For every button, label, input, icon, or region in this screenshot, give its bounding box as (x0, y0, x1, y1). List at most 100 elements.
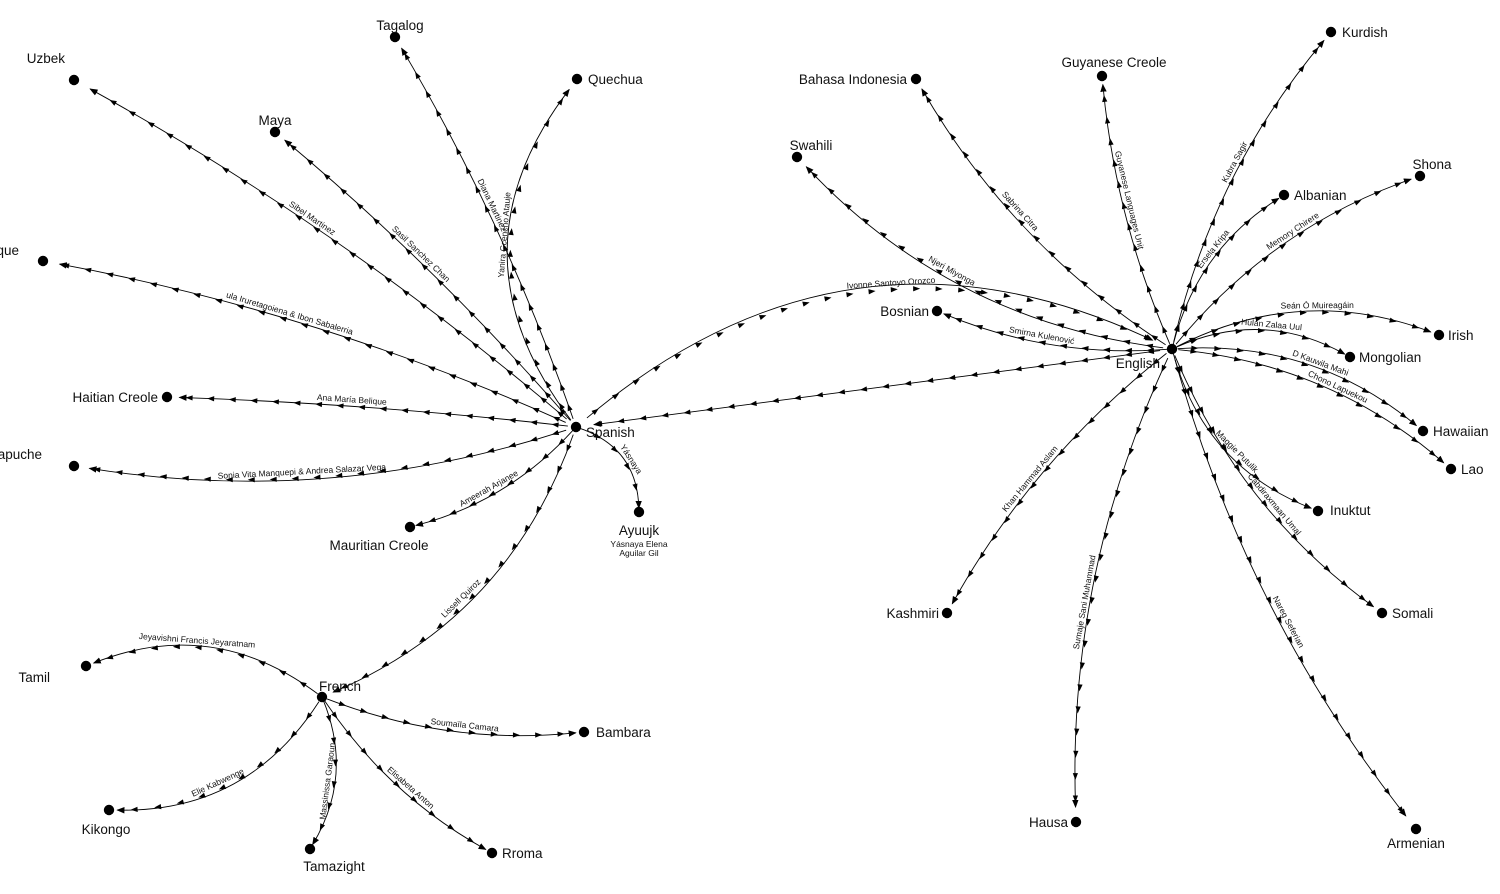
edge-arrow-mark (1280, 355, 1288, 361)
edge-arrow-mark (1058, 360, 1066, 366)
edge-arrow-mark (1316, 382, 1324, 388)
edge-arrow-mark (542, 453, 550, 460)
edge-arrow-mark (137, 472, 145, 478)
node-dot (791, 151, 803, 163)
edge-arrow-mark (1322, 309, 1330, 315)
edge-arrow-mark (1271, 485, 1279, 492)
edge-arrow-mark (1014, 366, 1022, 372)
node-dot (37, 255, 49, 267)
edge-arrow-mark (171, 287, 180, 293)
edge-arrow-mark (1275, 367, 1284, 373)
edge-arrow-mark (1358, 594, 1366, 601)
node-label: Quechua (588, 72, 643, 87)
edge-arrow-mark (529, 375, 537, 382)
edge-arrow-mark (532, 141, 538, 149)
edge-english-to-somali (1174, 355, 1375, 608)
edge-arrow-mark (1154, 305, 1160, 314)
node-label: Mauritian Creole (329, 538, 428, 553)
edge-arrow-mark (1112, 159, 1118, 167)
edge-arrow-mark (1228, 178, 1234, 186)
edge-arrow-mark (406, 358, 415, 364)
edge-arrow-mark (1285, 83, 1292, 91)
edge-arrow-mark (1181, 329, 1189, 337)
edge-arrow-mark (1146, 285, 1152, 293)
node-kashmiri: Kashmiri (886, 606, 953, 621)
edge-arrow-mark (506, 369, 514, 376)
node-kikongo: Kikongo (82, 804, 130, 837)
edge-arrow-mark (469, 382, 478, 388)
edge-arrow-mark (1103, 401, 1111, 409)
edge-arrow-mark (335, 472, 343, 478)
edge-arrow-mark (532, 407, 540, 413)
edge-arrow-mark (815, 392, 824, 398)
node-dot (1312, 505, 1324, 517)
edge-arrow-mark (340, 188, 348, 195)
node-basque: Basque (0, 243, 49, 267)
edge-arrow-mark (400, 464, 408, 470)
node-dot (1070, 816, 1082, 828)
edge-arrow-mark (530, 436, 538, 442)
edge-arrow-mark (1261, 499, 1268, 507)
edge-arrow-mark (330, 737, 337, 745)
edge-arrow-mark (418, 636, 427, 643)
edge-arrow-mark (1075, 706, 1081, 714)
edge-arrow-mark (1228, 234, 1236, 242)
edge-arrow-mark (523, 163, 529, 171)
edge-arrow-mark (475, 185, 481, 194)
edge-arrow-mark (1201, 238, 1207, 247)
edge-arrow-mark (1049, 302, 1058, 308)
edge-arrow-mark (228, 397, 236, 403)
edge-arrow-mark (595, 421, 603, 427)
edge-arrow-mark (1162, 326, 1168, 334)
node-dot (1417, 425, 1429, 437)
edge-arrow-mark (1321, 368, 1330, 374)
edge-arrow-mark (1411, 436, 1419, 443)
edge-arrow-mark (1235, 459, 1243, 466)
edge-arrow-mark (1191, 285, 1198, 293)
edge-arrow-mark (523, 383, 531, 390)
edge-english-to-irish (1177, 310, 1432, 347)
edge-arrow-mark (415, 71, 421, 80)
node-inuktut: Inuktut (1312, 503, 1371, 518)
edge-arrow-mark (1209, 218, 1215, 226)
edge-arrow-mark (593, 432, 601, 439)
edge-arrow-mark (536, 505, 542, 514)
edge-arrow-mark (632, 483, 638, 491)
edge-arrow-mark (1214, 250, 1221, 258)
edge-arrow-mark (225, 477, 233, 483)
edge-arrow-mark (1116, 180, 1122, 189)
edge-arrow-mark (591, 408, 599, 416)
edge-arrow-mark (1301, 361, 1309, 367)
edge-arrow-mark (1260, 205, 1268, 213)
edge-arrow-mark (1344, 732, 1351, 740)
node-label: Bambara (596, 725, 651, 740)
node-label: Basque (0, 243, 19, 258)
edge-arrow-mark (1132, 321, 1140, 329)
edge-arrow-mark (1374, 412, 1382, 419)
node-dot (269, 126, 281, 138)
edge-arrow-mark (181, 475, 189, 481)
edge-arrow-mark (1004, 516, 1011, 524)
edge-arrow-mark (705, 406, 713, 412)
node-dot (103, 804, 115, 816)
edge-arrow-mark (349, 251, 357, 258)
edge-arrow-mark (289, 144, 297, 151)
node-dot (578, 726, 590, 738)
edge-arrow-mark (498, 560, 505, 568)
edge-arrow-mark (203, 155, 211, 162)
edge-translator-label: Yásnaya (618, 442, 644, 475)
node-dot (1096, 70, 1108, 82)
node-label: Shona (1412, 157, 1452, 172)
edge-translator-label: Ameerah Arjanee (458, 468, 520, 509)
edge-arrow-mark (465, 166, 472, 175)
edge-arrow-mark (552, 363, 558, 371)
edge-translator-label: Guyanese Languages Unit (1113, 150, 1146, 251)
edge-arrow-mark (313, 226, 321, 234)
edge-arrow-mark (290, 730, 298, 738)
edge-arrow-mark (898, 245, 906, 252)
node-label: Somali (1392, 606, 1433, 621)
node-hausa: Hausa (1029, 815, 1082, 830)
edge-arrow-mark (468, 729, 476, 735)
node-note-line: Yásnaya Elena (610, 539, 667, 549)
